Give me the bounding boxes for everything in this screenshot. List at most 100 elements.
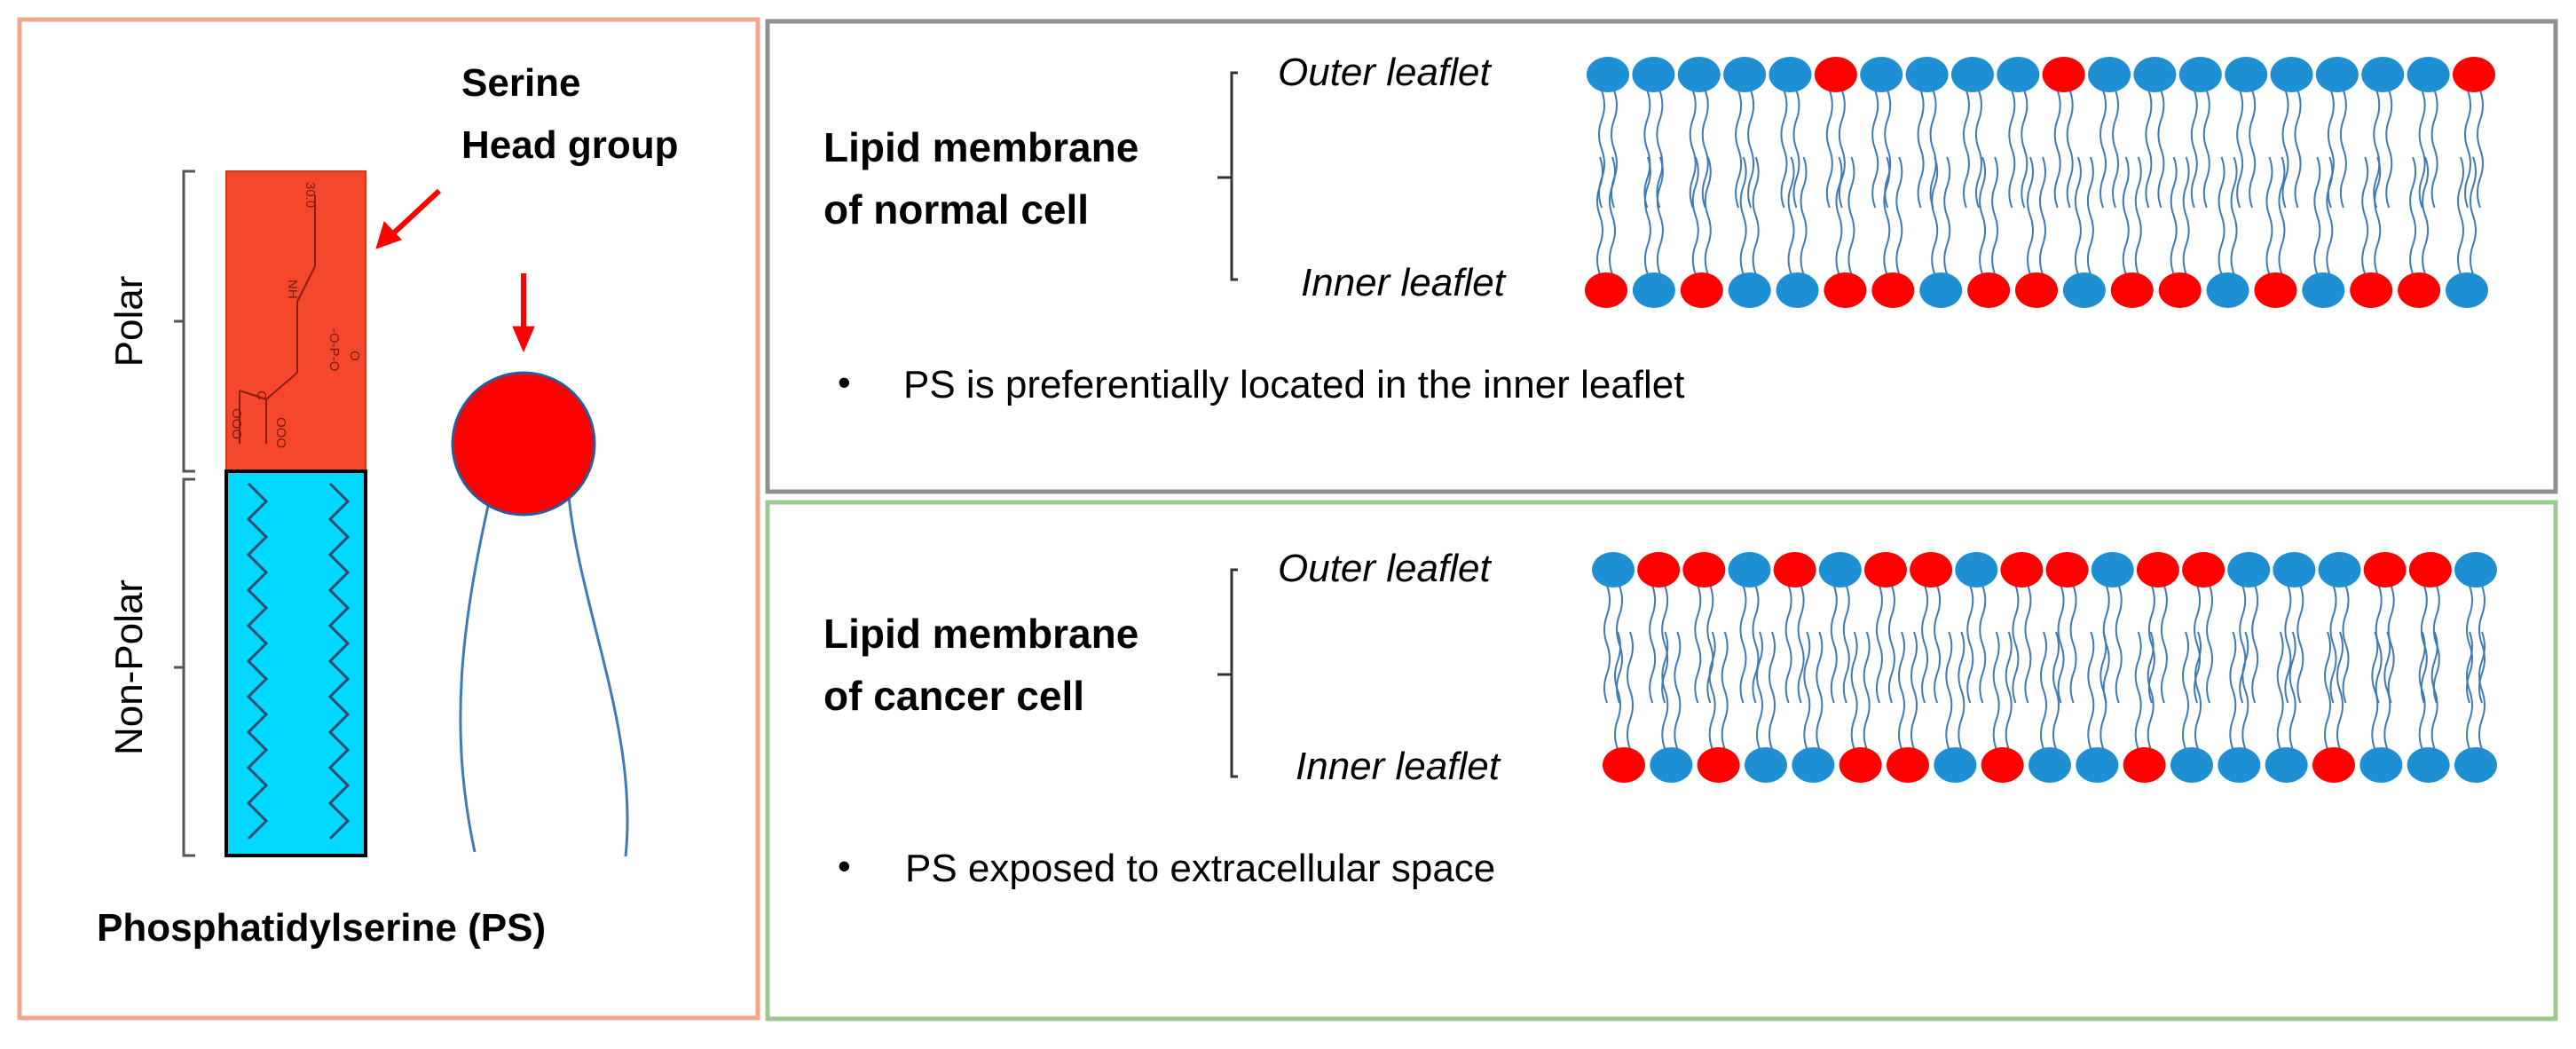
nonpolar-label: Non-Polar bbox=[107, 580, 151, 755]
inner-lipid-head bbox=[2265, 747, 2308, 783]
ps-head-circle bbox=[451, 371, 596, 517]
lipid-tail bbox=[1739, 585, 1747, 704]
lipid-tail bbox=[1784, 585, 1792, 704]
inner-lipid-head bbox=[1776, 272, 1819, 308]
lipid-tail bbox=[2409, 156, 2417, 275]
cancer-inner-label: Inner leaflet bbox=[1296, 745, 1501, 788]
outer-lipid-head bbox=[2318, 552, 2361, 588]
inner-lipid-head bbox=[2206, 272, 2249, 308]
ps-lipid-tail bbox=[459, 485, 494, 853]
lipid-tail bbox=[2115, 585, 2123, 704]
polar-label: Polar bbox=[107, 276, 151, 367]
cancer-panel-frame bbox=[765, 500, 2558, 1021]
cancer-brace bbox=[1217, 568, 1238, 778]
outer-lipid-head bbox=[1723, 57, 1767, 92]
normal-outer-label: Outer leaflet bbox=[1278, 51, 1492, 94]
formula-fragment: O bbox=[347, 351, 362, 361]
lipid-tail bbox=[2012, 585, 2020, 704]
normal-title-line1: Lipid membrane bbox=[823, 124, 1138, 170]
outer-ps-lipid-head bbox=[2408, 552, 2452, 588]
inner-ps-lipid-head bbox=[1839, 747, 1882, 783]
lipid-tail bbox=[2027, 156, 2034, 275]
serine-label-line2: Head group bbox=[461, 123, 678, 167]
lipid-tail bbox=[1800, 156, 1808, 275]
inner-lipid-head bbox=[1792, 747, 1835, 783]
arrow-icon bbox=[512, 273, 535, 353]
lipid-tail bbox=[2265, 156, 2273, 275]
lipid-tail bbox=[1689, 90, 1697, 209]
lipid-tail bbox=[1694, 585, 1702, 704]
inner-ps-lipid-head bbox=[2110, 272, 2154, 308]
lipid-tail bbox=[2324, 631, 2331, 750]
lipid-tail bbox=[2418, 90, 2426, 209]
lipid-tail bbox=[1830, 585, 1838, 704]
lipid-tail bbox=[1910, 631, 1918, 750]
lipid-tail bbox=[1611, 90, 1618, 209]
lipid-tail bbox=[1958, 631, 1965, 750]
fatty-acid-chain-right bbox=[327, 482, 351, 840]
outer-lipid-head bbox=[1955, 552, 1998, 588]
lipid-tail bbox=[2206, 585, 2214, 704]
normal-title-line2: of normal cell bbox=[823, 186, 1089, 233]
lipid-tail bbox=[2336, 631, 2344, 750]
lipid-tail bbox=[1895, 156, 1903, 275]
ps-caption: Phosphatidylserine (PS) bbox=[97, 906, 546, 950]
lipid-tail bbox=[2147, 585, 2155, 704]
lipid-tail bbox=[1803, 631, 1811, 750]
lipid-tail bbox=[1708, 631, 1716, 750]
outer-lipid-head bbox=[1592, 552, 1635, 588]
inner-ps-lipid-head bbox=[1697, 747, 1740, 783]
lipid-tail bbox=[1596, 156, 1603, 275]
outer-lipid-head bbox=[1728, 552, 1771, 588]
lipid-tail bbox=[2147, 631, 2155, 750]
nonpolar-region bbox=[225, 469, 367, 857]
lipid-tail bbox=[2182, 156, 2190, 275]
lipid-tail bbox=[2021, 90, 2029, 209]
inner-ps-lipid-head bbox=[1824, 272, 1867, 308]
lipid-tail bbox=[2339, 90, 2347, 209]
lipid-tail bbox=[1991, 156, 1999, 275]
inner-lipid-head bbox=[2218, 747, 2261, 783]
lipid-tail bbox=[2477, 90, 2484, 209]
lipid-tail bbox=[1721, 631, 1729, 750]
lipid-tail bbox=[1850, 631, 1858, 750]
lipid-tail bbox=[2241, 631, 2249, 750]
lipid-tail bbox=[1752, 156, 1760, 275]
normal-brace bbox=[1217, 71, 1238, 281]
outer-lipid-head bbox=[1769, 57, 1812, 92]
lipid-tail bbox=[1787, 156, 1795, 275]
polar-bracket bbox=[182, 170, 195, 473]
outer-lipid-head bbox=[1818, 552, 1862, 588]
lipid-tail bbox=[2229, 631, 2237, 750]
inner-lipid-head bbox=[2076, 747, 2119, 783]
lipid-tail bbox=[1747, 90, 1755, 209]
lipid-tail bbox=[1739, 156, 1747, 275]
lipid-tail bbox=[2040, 631, 2047, 750]
lipid-tails bbox=[1603, 585, 2485, 750]
inner-ps-lipid-head bbox=[2312, 747, 2355, 783]
inner-lipid-head bbox=[2302, 272, 2345, 308]
cancer-title-line2: of cancer cell bbox=[823, 673, 1084, 719]
lipid-tail bbox=[2039, 156, 2046, 275]
lipid-tail bbox=[1643, 90, 1651, 209]
lipid-tail bbox=[2342, 585, 2350, 704]
lipid-tail bbox=[1661, 631, 1669, 750]
lipid-tail bbox=[2284, 585, 2292, 704]
outer-lipid-head bbox=[2088, 57, 2131, 92]
inner-lipid-head bbox=[2407, 747, 2450, 783]
lipid-tail bbox=[2430, 90, 2438, 209]
lipid-tail bbox=[2074, 156, 2082, 275]
lipid-tail bbox=[2313, 156, 2321, 275]
formula-fragment: OOO bbox=[273, 417, 288, 448]
serine-structure-labels: 30.0 -O-P-O NH O OOO C OOO bbox=[229, 182, 362, 448]
outer-lipid-head bbox=[2227, 552, 2271, 588]
inner-ps-lipid-head bbox=[1981, 747, 2024, 783]
lipid-tail bbox=[2099, 90, 2107, 209]
lipid-tail bbox=[2418, 631, 2426, 750]
outer-ps-lipid-head bbox=[1773, 552, 1816, 588]
lipid-heads bbox=[1592, 552, 2497, 783]
outer-ps-lipid-head bbox=[2363, 552, 2407, 588]
inner-lipid-head bbox=[1650, 747, 1693, 783]
lipid-tail bbox=[1769, 631, 1776, 750]
